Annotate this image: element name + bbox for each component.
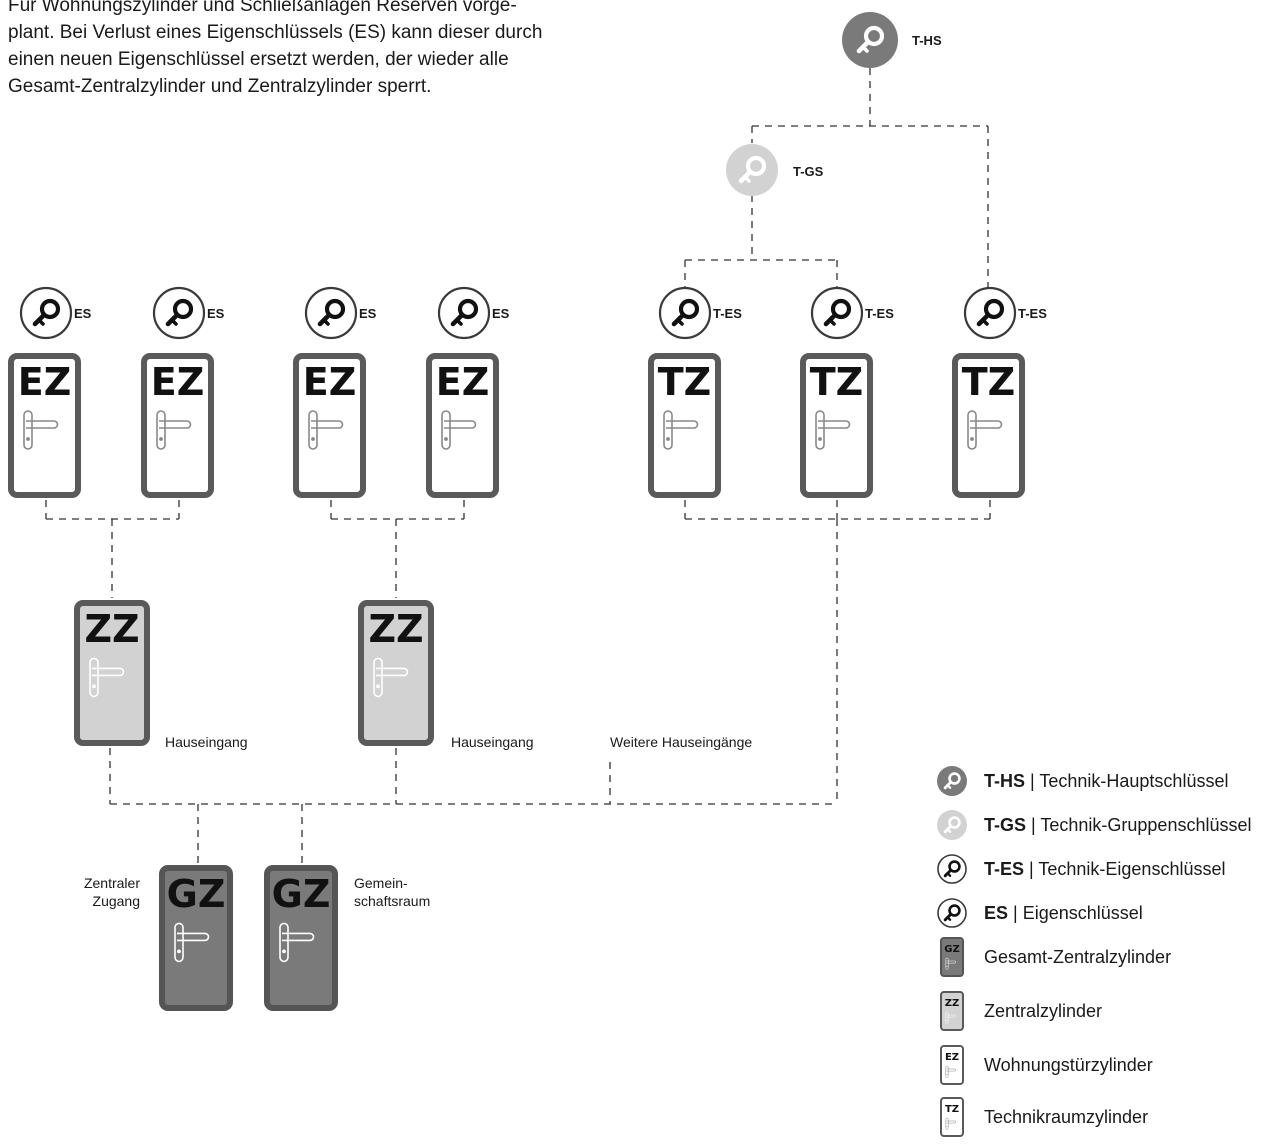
intro-line: plant. Bei Verlust eines Eigenschlüssels… (8, 22, 543, 43)
legend-text: T-ES | Technik-Eigenschlüssel (984, 859, 1225, 880)
legend-text: ES | Eigenschlüssel (984, 903, 1143, 924)
key-label-t-hs: T-HS (912, 33, 942, 48)
legend-item-t-hs: T-HS | Technik-Hauptschlüssel (934, 764, 1228, 798)
intro-line: Gesamt-Zentralzylinder und Zentralzylind… (8, 76, 432, 97)
legend-text: Technikraumzylinder (984, 1107, 1148, 1128)
key-outline-icon (152, 286, 206, 340)
legend-description: Wohnungstürzylinder (984, 1054, 1153, 1075)
legend-description: Zentralzylinder (984, 1000, 1103, 1021)
key-dark-icon (842, 12, 898, 68)
legend-item-tz: TZ Technikraumzylinder (934, 1097, 1148, 1137)
legend-text: T-GS | Technik-Gruppenschlüssel (984, 815, 1251, 836)
legend-separator: | (1025, 770, 1040, 791)
door-white-icon: TZ (934, 1097, 970, 1137)
door-ez: EZ (293, 353, 366, 498)
door-label: ZZ (368, 607, 423, 651)
legend-item-zz: ZZ Zentralzylinder (934, 991, 1102, 1031)
legend-text: T-HS | Technik-Hauptschlüssel (984, 771, 1228, 792)
door-label: EZ (18, 360, 72, 404)
door-label: ZZ (84, 607, 139, 651)
key-outline-icon (934, 851, 970, 887)
door-gz: GZ (159, 865, 233, 1011)
door-label: TZ (658, 360, 711, 404)
caption-gemein: Gemein- (354, 875, 408, 891)
caption-zentraler: Zentraler (84, 875, 140, 891)
door-gz: GZ (264, 865, 338, 1011)
intro-text: Für Wohnungszylinder und Schließanlagen … (8, 0, 648, 100)
key-label: T-ES (1018, 306, 1047, 321)
key-outline-icon (658, 286, 712, 340)
legend-code: ES (984, 902, 1009, 923)
legend-description: Technik-Hauptschlüssel (1039, 770, 1229, 791)
legend-code: T-GS (984, 814, 1027, 835)
key-label: ES (359, 306, 377, 321)
key-label: T-ES (865, 306, 894, 321)
key-label: T-ES (713, 306, 742, 321)
legend-separator: | (1024, 858, 1039, 879)
legend-separator: | (1008, 902, 1023, 923)
legend-description: Eigenschlüssel (1022, 902, 1143, 923)
door-dark-icon: GZ (934, 937, 970, 977)
door-label: GZ (167, 872, 226, 916)
caption-hauseingang: Hauseingang (451, 734, 534, 750)
key-label: ES (492, 306, 510, 321)
door-ez: EZ (8, 353, 81, 498)
door-tz: TZ (648, 353, 721, 498)
key-light-icon (934, 807, 970, 843)
key-light-icon (726, 144, 778, 196)
legend-item-ez: EZ Wohnungstürzylinder (934, 1045, 1153, 1085)
key-dark-icon (934, 763, 970, 799)
legend-description: Gesamt-Zentralzylinder (984, 946, 1172, 967)
key-outline-icon (810, 286, 864, 340)
intro-line: einen neuen Eigenschlüssel ersetzt werde… (8, 49, 509, 70)
svg-text:ZZ: ZZ (945, 998, 960, 1009)
legend-text: Gesamt-Zentralzylinder (984, 947, 1171, 968)
key-label-t-gs: T-GS (793, 164, 824, 179)
svg-text:EZ: EZ (945, 1052, 959, 1063)
legend-description: Technik-Eigenschlüssel (1038, 858, 1226, 879)
legend-item-t-es: T-ES | Technik-Eigenschlüssel (934, 852, 1225, 886)
key-label: ES (207, 306, 225, 321)
door-label: TZ (962, 360, 1015, 404)
key-label: ES (74, 306, 92, 321)
door-label: GZ (272, 872, 331, 916)
door-tz: TZ (952, 353, 1025, 498)
legend-code: T-ES (984, 858, 1025, 879)
caption-zugang: Zugang (93, 893, 140, 909)
key-outline-icon (304, 286, 358, 340)
door-light-icon: ZZ (934, 991, 970, 1031)
intro-line: Für Wohnungszylinder und Schließanlagen … (8, 0, 517, 16)
key-outline-icon (19, 286, 73, 340)
legend-item-gz: GZ Gesamt-Zentralzylinder (934, 937, 1171, 977)
legend-separator: | (1026, 814, 1041, 835)
svg-text:TZ: TZ (945, 1104, 959, 1115)
key-outline-icon (963, 286, 1017, 340)
door-zz: ZZ (358, 600, 434, 746)
legend-text: Zentralzylinder (984, 1001, 1102, 1022)
caption-hauseingang: Hauseingang (165, 734, 248, 750)
connection-lines (45, 68, 991, 865)
door-white-icon: EZ (934, 1045, 970, 1085)
key-outline-icon (437, 286, 491, 340)
legend-text: Wohnungstürzylinder (984, 1055, 1153, 1076)
legend-item-es: ES | Eigenschlüssel (934, 896, 1143, 930)
door-label: EZ (303, 360, 357, 404)
legend-code: T-HS (984, 770, 1026, 791)
svg-text:GZ: GZ (944, 944, 959, 955)
door-label: EZ (436, 360, 490, 404)
door-label: TZ (810, 360, 863, 404)
door-ez: EZ (141, 353, 214, 498)
legend-description: Technik-Gruppenschlüssel (1040, 814, 1252, 835)
caption-schaftsraum: schaftsraum (354, 893, 430, 909)
door-zz: ZZ (74, 600, 150, 746)
caption-weitere-hauseingaenge: Weitere Hauseingänge (610, 734, 752, 750)
legend-item-t-gs: T-GS | Technik-Gruppenschlüssel (934, 808, 1251, 842)
legend-description: Technikraumzylinder (984, 1106, 1149, 1127)
door-tz: TZ (800, 353, 873, 498)
key-outline-icon (934, 895, 970, 931)
door-ez: EZ (426, 353, 499, 498)
door-label: EZ (151, 360, 205, 404)
